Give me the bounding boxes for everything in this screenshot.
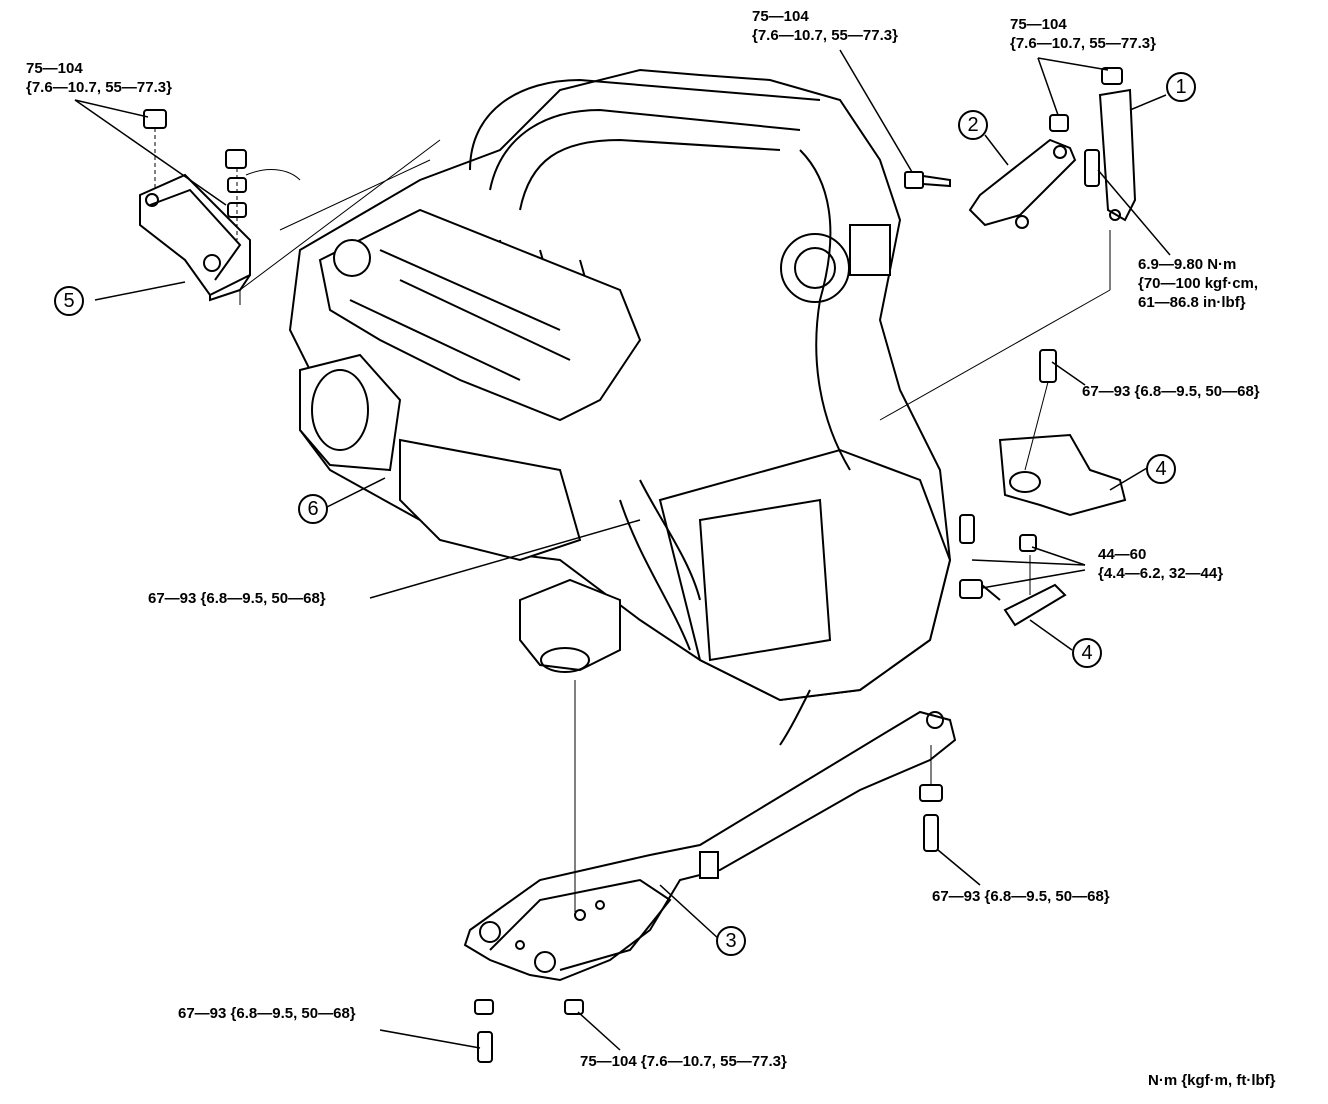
torque-label-top-center: 75—104 [752, 8, 809, 25]
torque-label-top-center-detail: {7.6—10.7, 55—77.3} [752, 27, 898, 44]
torque-label-bracket-1-inlbf: 61—86.8 in·lbf} [1138, 294, 1246, 311]
callout-5: 5 [54, 286, 84, 316]
torque-label-crossmember-right: 67—93 {6.8—9.5, 50—68} [932, 888, 1110, 905]
callout-6: 6 [298, 494, 328, 524]
callout-1: 1 [1166, 72, 1196, 102]
torque-label-center-left: 67—93 {6.8—9.5, 50—68} [148, 590, 326, 607]
torque-label-crossmember-bottom: 75—104 {7.6—10.7, 55—77.3} [580, 1053, 787, 1070]
mount-2 [968, 114, 1077, 229]
bolt-top [904, 171, 951, 189]
callout-3: 3 [716, 926, 746, 956]
leader-lines [74, 49, 1171, 1051]
torque-label-upper-left: 75—104 [26, 60, 83, 77]
torque-label-bracket-1: 6.9—9.80 N·m [1138, 256, 1237, 273]
torque-label-mount-4-top: 67—93 {6.8—9.5, 50—68} [1082, 383, 1260, 400]
mount-4-lower [959, 555, 1067, 627]
mount-1 [879, 67, 1137, 421]
crossmember-3 [463, 578, 957, 1063]
engine-assembly [288, 68, 952, 746]
mount-4-upper [959, 349, 1127, 552]
mount-5 [139, 109, 441, 305]
callout-4-upper: 4 [1146, 454, 1176, 484]
callout-2: 2 [958, 110, 988, 140]
torque-label-crossmember-left: 67—93 {6.8—9.5, 50—68} [178, 1005, 356, 1022]
torque-label-upper-left-detail: {7.6—10.7, 55—77.3} [26, 79, 172, 96]
units-note: N·m {kgf·m, ft·lbf} [1148, 1072, 1276, 1089]
torque-label-top-right-detail: {7.6—10.7, 55—77.3} [1010, 35, 1156, 52]
torque-label-mount-4-detail: {4.4—6.2, 32—44} [1098, 565, 1224, 582]
torque-label-bracket-1-kgf: {70—100 kgf·cm, [1138, 275, 1259, 292]
callout-4-lower: 4 [1072, 638, 1102, 668]
torque-label-top-right: 75—104 [1010, 16, 1067, 33]
torque-label-mount-4: 44—60 [1098, 546, 1147, 563]
